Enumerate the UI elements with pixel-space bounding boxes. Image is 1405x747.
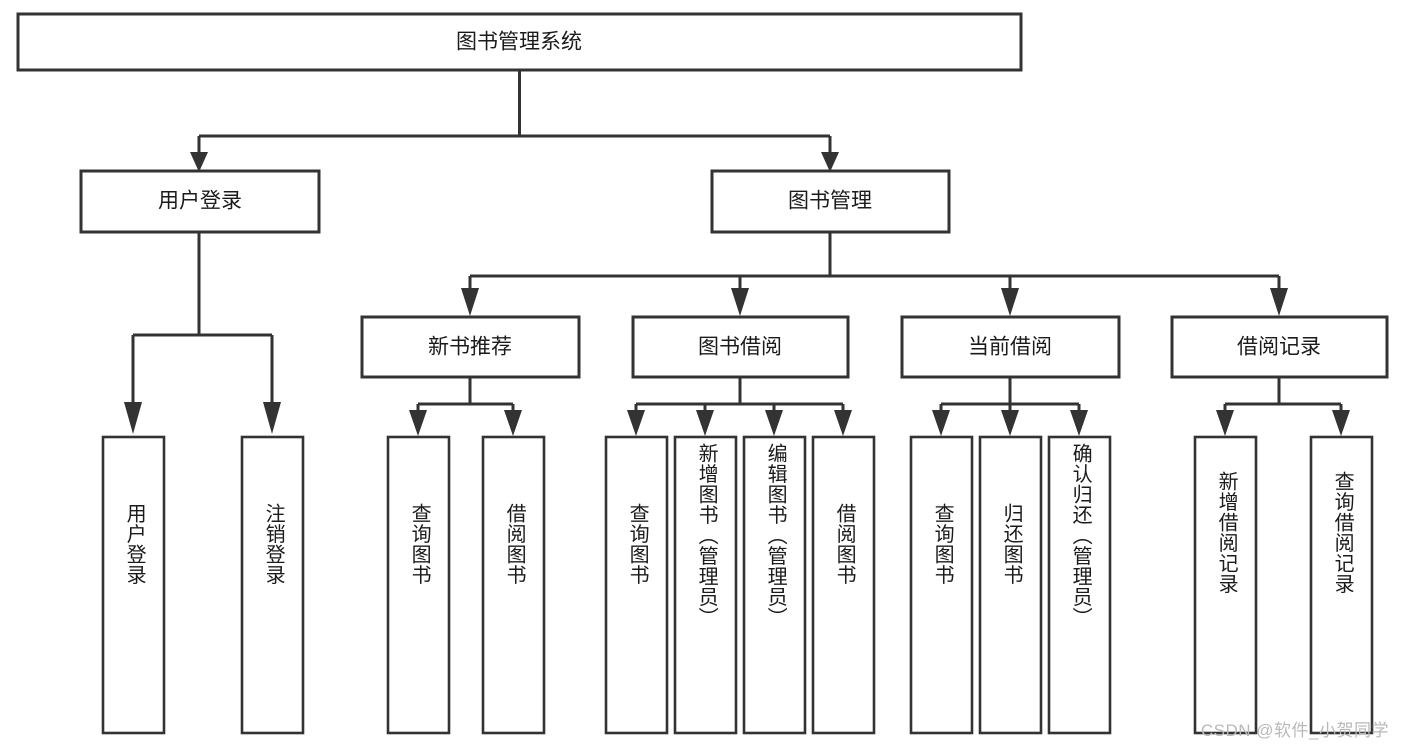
node-leaf-add-book-box[interactable] xyxy=(673,435,738,735)
node-current-borrow-label: 当前借阅 xyxy=(968,336,1052,359)
arrowhead-leaf-add-record xyxy=(1216,410,1234,436)
arrowhead-leaf-query-record xyxy=(1332,410,1350,436)
arrowhead-leaf-edit-book xyxy=(765,410,783,436)
node-leaf-query-book-2-box[interactable] xyxy=(604,435,669,735)
node-current-borrow-box[interactable] xyxy=(900,315,1121,379)
node-leaf-borrow-book-1-box[interactable] xyxy=(481,435,546,735)
arrowhead-borrow-record xyxy=(1270,288,1288,316)
node-root-box[interactable] xyxy=(16,12,1023,72)
node-book-borrow-box[interactable] xyxy=(631,315,850,379)
node-user-login[interactable]: 用户登录 xyxy=(79,169,321,234)
arrowhead-new-book-recommend xyxy=(461,288,479,316)
node-new-book-recommend[interactable]: 新书推荐 xyxy=(360,315,581,379)
node-leaf-confirm-return-box[interactable] xyxy=(1047,435,1112,735)
node-book-borrow-label: 图书借阅 xyxy=(698,336,782,359)
node-leaf-return-book-box[interactable] xyxy=(978,435,1043,735)
node-user-login-box[interactable] xyxy=(79,169,321,234)
node-leaf-query-book-1-box[interactable] xyxy=(386,435,451,735)
node-borrow-record[interactable]: 借阅记录 xyxy=(1170,315,1389,379)
arrowhead-user-login xyxy=(190,152,208,172)
node-borrow-record-label: 借阅记录 xyxy=(1237,336,1321,359)
arrowhead-leaf-return-book xyxy=(1001,410,1019,436)
arrowhead-leaf-borrow-book-2 xyxy=(834,410,852,436)
node-new-book-recommend-box[interactable] xyxy=(360,315,581,379)
node-leaf-user-login-box[interactable] xyxy=(101,435,166,735)
node-borrow-record-box[interactable] xyxy=(1170,315,1389,379)
arrowhead-leaf-query-book-1 xyxy=(409,410,427,436)
arrowhead-book-borrow xyxy=(731,288,749,316)
arrowhead-leaf-borrow-book-1 xyxy=(504,410,522,436)
arrowhead-leaf-user-login xyxy=(124,402,142,434)
arrowhead-leaf-user-logout xyxy=(263,402,281,434)
node-book-borrow[interactable]: 图书借阅 xyxy=(631,315,850,379)
node-leaf-add-record-box[interactable] xyxy=(1193,435,1258,735)
arrowhead-leaf-confirm-return xyxy=(1070,410,1088,436)
arrowhead-leaf-query-book-3 xyxy=(932,410,950,436)
node-current-borrow[interactable]: 当前借阅 xyxy=(900,315,1121,379)
node-new-book-recommend-label: 新书推荐 xyxy=(428,336,512,359)
arrowhead-current-borrow xyxy=(1001,288,1019,316)
node-user-login-label: 用户登录 xyxy=(158,190,242,213)
node-root-label: 图书管理系统 xyxy=(456,31,582,54)
node-leaf-query-book-3-box[interactable] xyxy=(909,435,974,735)
node-book-manage-label: 图书管理 xyxy=(788,190,872,213)
node-leaf-edit-book-box[interactable] xyxy=(742,435,807,735)
node-leaf-borrow-book-2-box[interactable] xyxy=(811,435,876,735)
csdn-watermark: CSDN @软件_小贺同学 xyxy=(1200,721,1389,740)
node-root[interactable]: 图书管理系统 xyxy=(16,12,1023,72)
arrowhead-book-manage xyxy=(821,152,839,172)
node-leaf-user-logout-box[interactable] xyxy=(240,435,305,735)
node-book-manage-box[interactable] xyxy=(710,169,951,234)
arrowhead-leaf-query-book-2 xyxy=(627,410,645,436)
node-book-manage[interactable]: 图书管理 xyxy=(710,169,951,234)
node-leaf-query-record-box[interactable] xyxy=(1309,435,1374,735)
arrowhead-leaf-add-book xyxy=(696,410,714,436)
